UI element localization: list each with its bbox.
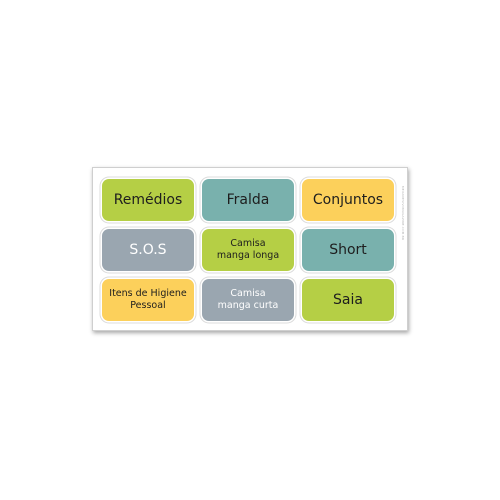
label-camisa-manga-longa: Camisa manga longa: [202, 229, 294, 271]
label-remedios: Remédios: [102, 179, 194, 221]
label-saia: Saia: [302, 279, 394, 321]
label-sos: S.O.S: [102, 229, 194, 271]
label-grid: Remédios Fralda Conjuntos S.O.S Camisa m…: [102, 179, 394, 321]
label-itens-higiene-pessoal: Itens de Higiene Pessoal: [102, 279, 194, 321]
label-camisa-manga-curta: Camisa manga curta: [202, 279, 294, 321]
label-short: Short: [302, 229, 394, 271]
sticker-sheet: Remédios Fralda Conjuntos S.O.S Camisa m…: [92, 167, 408, 331]
sheet-side-text: MEUADESIVOMAGAZINE.COM.BR: [401, 186, 405, 241]
label-conjuntos: Conjuntos: [302, 179, 394, 221]
label-fralda: Fralda: [202, 179, 294, 221]
